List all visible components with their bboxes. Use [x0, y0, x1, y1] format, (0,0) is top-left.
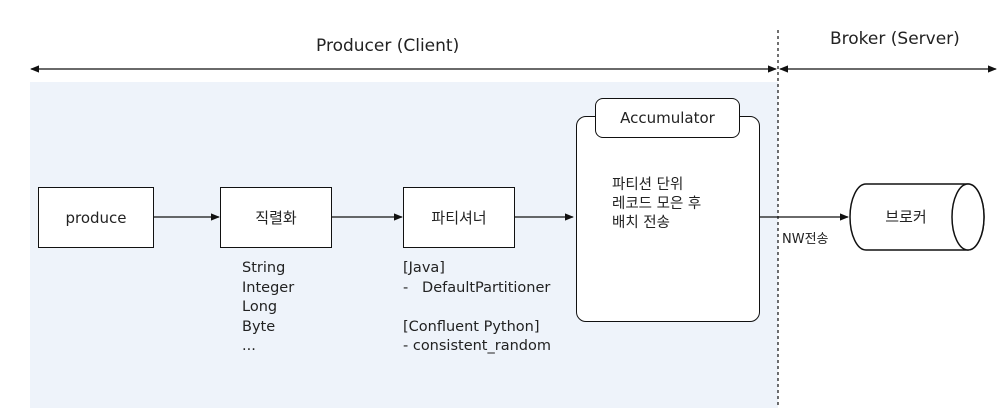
serializer-types-note: String Integer Long Byte ... — [242, 260, 295, 354]
partitioner-note: [Java] - DefaultPartitioner [Confluent P… — [403, 260, 551, 354]
serializer-box: 직렬화 — [220, 187, 332, 248]
accumulator-description: 파티션 단위 레코드 모은 후 배치 전송 — [612, 176, 701, 233]
accumulator-desc-line: 파티션 단위 — [612, 177, 684, 193]
accumulator-desc-line: 레코드 모은 후 — [612, 196, 702, 212]
network-transfer-label: NW전송 — [782, 232, 829, 247]
broker-section-label: Broker (Server) — [830, 29, 960, 49]
broker-label: 브로커 — [885, 208, 927, 226]
accumulator-box — [576, 116, 760, 322]
producer-section-label: Producer (Client) — [316, 36, 460, 56]
broker-cylinder-end — [951, 183, 985, 251]
accumulator-desc-line: 배치 전송 — [612, 215, 670, 231]
produce-box: produce — [38, 187, 154, 248]
accumulator-title: Accumulator — [595, 98, 740, 138]
partitioner-box: 파티셔너 — [403, 187, 515, 248]
